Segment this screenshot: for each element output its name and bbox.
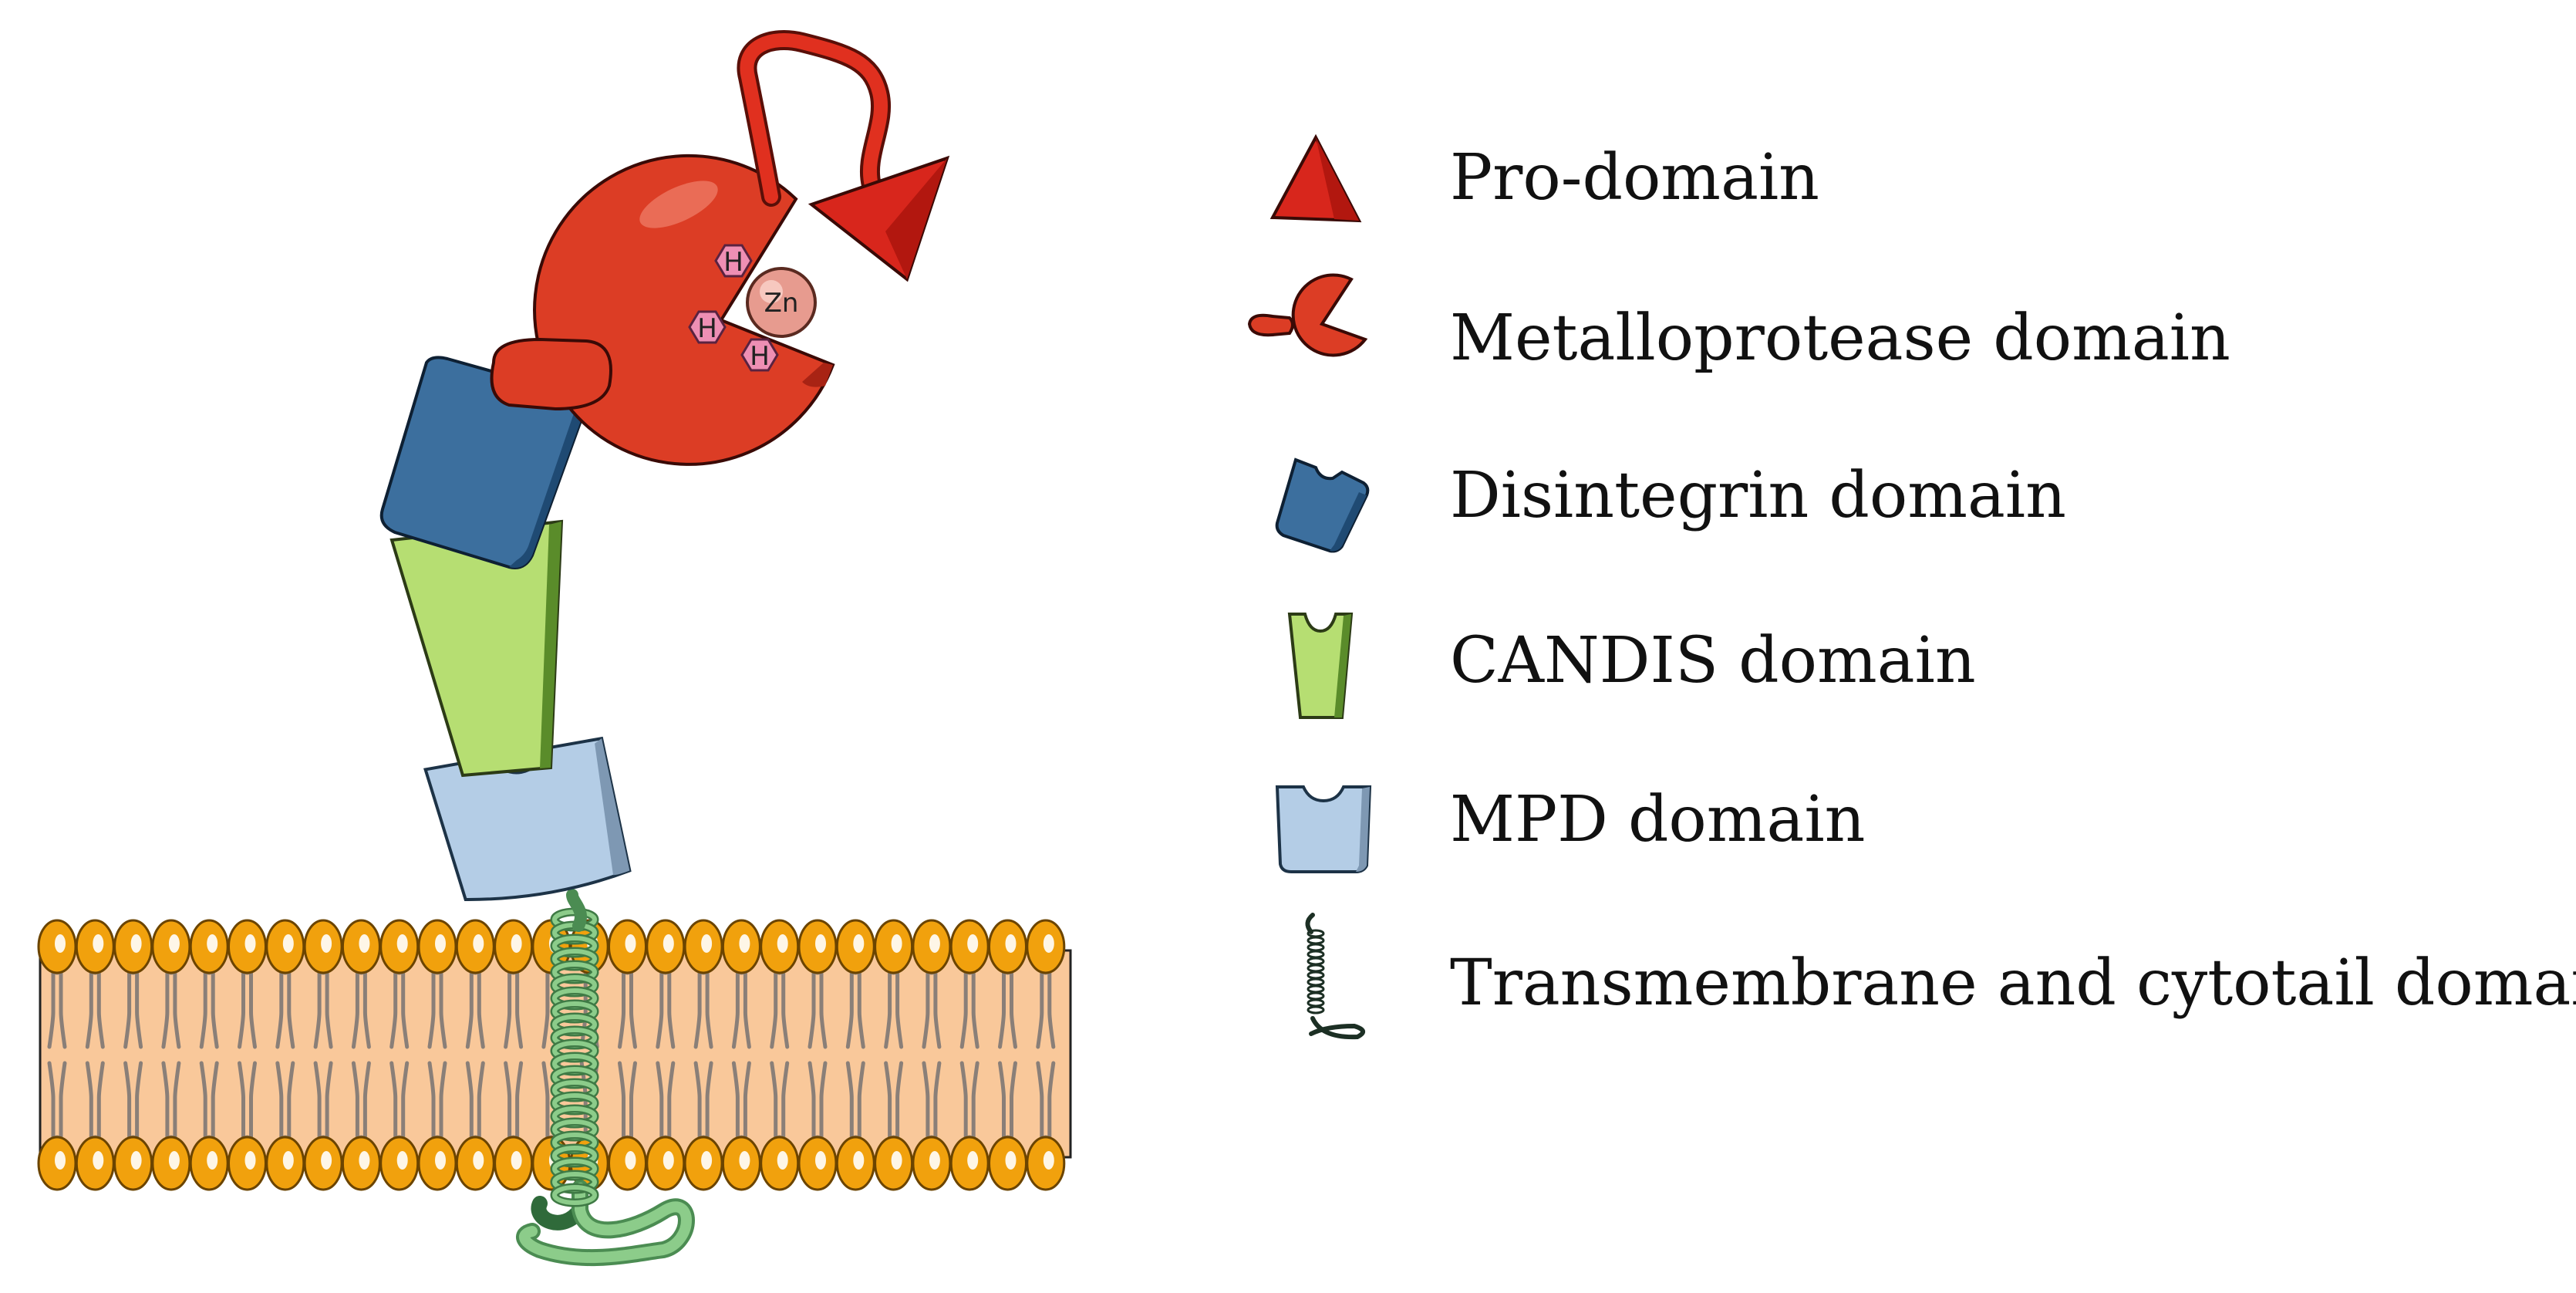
lipid-tail (618, 967, 637, 1049)
lipid-heads (37, 919, 1066, 1191)
histidine-label: H (697, 313, 717, 344)
legend-item-metalloprotease-domain: Metalloprotease domain (1247, 273, 2230, 375)
lipid-tail (313, 1061, 333, 1143)
lipid-tail (351, 967, 371, 1049)
lipid-tail (389, 967, 410, 1049)
lipid-tail (693, 1061, 713, 1143)
lipid-tail (238, 967, 257, 1049)
histidine-2: H (688, 310, 727, 344)
legend-label: Metalloprotease domain (1450, 302, 2230, 375)
adam-protein: Zn H H H (379, 30, 950, 1267)
disintegrin-domain-shape (379, 356, 585, 569)
coil-turn (1307, 943, 1325, 952)
candis-domain-shape (389, 519, 564, 778)
lipid-tail (1036, 967, 1056, 1049)
lipid-tail (845, 1061, 865, 1143)
legend-item-candis-domain: CANDIS domain (1287, 613, 1976, 719)
lipid-tail (959, 1061, 979, 1143)
coil-turn (1307, 936, 1325, 945)
lipid-tail (998, 1061, 1017, 1143)
zinc-label: Zn (764, 288, 799, 319)
histidine-label: H (750, 341, 770, 372)
lipid-tail (199, 1061, 219, 1143)
legend: Pro-domain Metalloprotease domain Disint… (1247, 133, 2576, 1040)
legend-label: CANDIS domain (1450, 624, 1976, 697)
legend-item-mpd-domain: MPD domain (1275, 783, 1866, 873)
lipid-tail (465, 1061, 485, 1143)
lipid-tail (922, 1061, 942, 1143)
coil-turn (1307, 950, 1325, 959)
lipid-tail (47, 1061, 67, 1143)
pro-domain-shape (808, 155, 950, 282)
lipid-tail (998, 967, 1017, 1049)
lipid-tail (731, 1061, 751, 1143)
coil-turn (1307, 998, 1325, 1008)
lipid-tail (845, 967, 865, 1049)
lipid-tail (85, 1061, 105, 1143)
lipid-tail (770, 967, 790, 1049)
pacman-icon (1247, 273, 1368, 357)
notched-block-icon (1275, 457, 1370, 553)
zinc-ion: Zn (746, 267, 817, 338)
lipid-tail (693, 967, 713, 1049)
coil-turn (1307, 964, 1325, 973)
legend-item-transmembrane-domain: Transmembrane and cytotail domain (1305, 913, 2576, 1040)
lipid-tails (47, 967, 1056, 1143)
lipid-tail (884, 1061, 904, 1143)
lipid-tail (427, 967, 447, 1049)
coil-turn (1307, 1005, 1325, 1014)
lipid-tail (770, 1061, 790, 1143)
legend-label: Pro-domain (1450, 141, 1819, 214)
lipid-tail (351, 1061, 371, 1143)
lipid-tail (808, 1061, 828, 1143)
lipid-tail (427, 1061, 447, 1143)
legend-item-disintegrin-domain: Disintegrin domain (1275, 457, 2066, 553)
lipid-tail (123, 1061, 143, 1143)
coil-turn (1307, 977, 1325, 987)
legend-label: MPD domain (1450, 783, 1866, 856)
metalloprotease-domain-shape (490, 154, 835, 466)
lipid-tail (275, 1061, 295, 1143)
lipid-tail (959, 967, 979, 1049)
coil-turn (1307, 984, 1325, 994)
pro-domain-tether (737, 30, 892, 207)
lipid-tail (389, 1061, 410, 1143)
lipid-tail (123, 967, 143, 1049)
coil-turn (1307, 971, 1325, 980)
lipid-tail (656, 1061, 676, 1143)
coil-icon (1305, 913, 1365, 1040)
lipid-tail (504, 1061, 524, 1143)
lipid-tail (313, 967, 333, 1049)
transmembrane-domain (516, 889, 695, 1267)
lipid-tail (161, 967, 181, 1049)
lipid-tail (618, 1061, 637, 1143)
legend-item-pro-domain: Pro-domain (1269, 133, 1819, 223)
lipid-tail (504, 967, 524, 1049)
lipid-tail (465, 967, 485, 1049)
lipid-tail (808, 967, 828, 1049)
lipid-tail (275, 967, 295, 1049)
triangle-icon (1269, 133, 1362, 223)
lipid-tail (731, 967, 751, 1049)
lipid-tail (161, 1061, 181, 1143)
lipid-tail (47, 967, 67, 1049)
trapezoid-icon (1287, 613, 1354, 719)
histidine-3: H (740, 338, 779, 372)
coil-turn (1307, 991, 1325, 1001)
histidine-label: H (723, 247, 743, 278)
lipid-tail (884, 967, 904, 1049)
lipid-tail (922, 967, 942, 1049)
lipid-tail (199, 967, 219, 1049)
coil-turn (1307, 957, 1325, 966)
lipid-tail (238, 1061, 257, 1143)
cup-icon (1275, 785, 1372, 873)
lipid-tail (656, 967, 676, 1049)
lipid-tail (1036, 1061, 1056, 1143)
lipid-tail (85, 967, 105, 1049)
histidine-1: H (714, 244, 753, 278)
helix-coil (550, 907, 599, 1207)
legend-label: Disintegrin domain (1450, 459, 2066, 532)
legend-label: Transmembrane and cytotail domain (1450, 947, 2576, 1020)
